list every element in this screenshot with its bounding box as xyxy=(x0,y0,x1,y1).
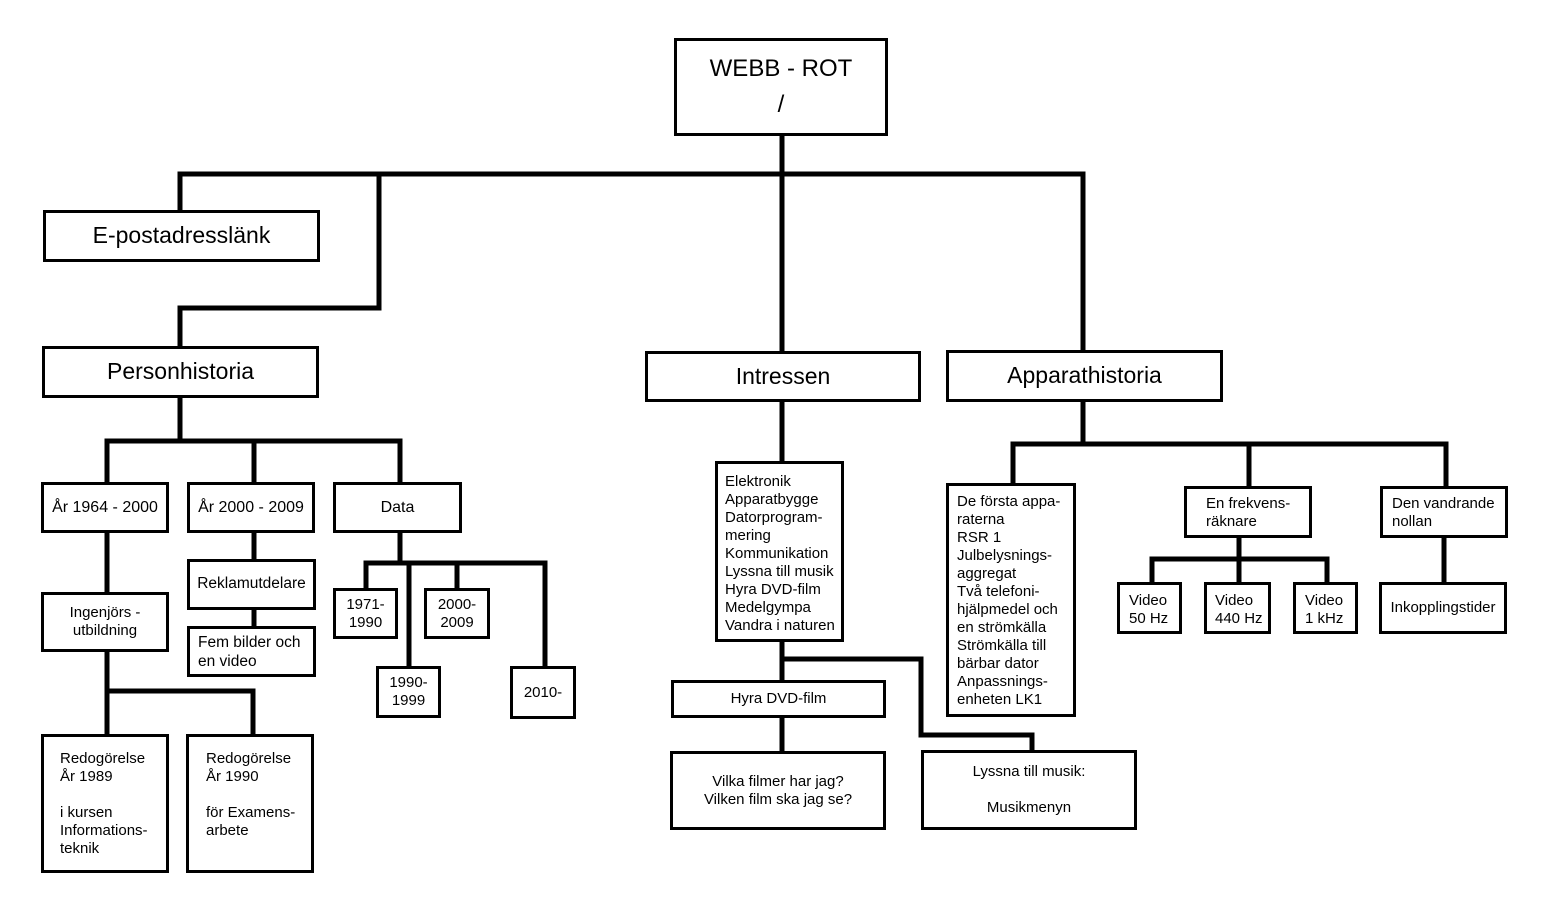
node-label: Video 1 kHz xyxy=(1305,592,1344,627)
node-label: E-postadresslänk xyxy=(92,222,271,249)
node-fem-bilder[interactable]: Fem bilder och en video xyxy=(187,626,316,677)
node-data-1990-1999[interactable]: 1990- 1999 xyxy=(376,666,441,718)
node-label: Inkopplingstider xyxy=(1390,599,1496,616)
node-inkopplingstider[interactable]: Inkopplingstider xyxy=(1379,582,1507,634)
node-ar-2000-2009[interactable]: År 2000 - 2009 xyxy=(187,482,315,533)
node-label: Lyssna till musik: Musikmenyn xyxy=(972,763,1086,816)
node-personhistoria[interactable]: Personhistoria xyxy=(42,346,319,398)
node-label: År 2000 - 2009 xyxy=(198,498,304,516)
node-label: Reklamutdelare xyxy=(197,575,306,593)
node-intressen[interactable]: Intressen xyxy=(645,351,921,402)
node-data-2010[interactable]: 2010- xyxy=(510,666,576,719)
node-label: 2000- 2009 xyxy=(437,595,477,631)
node-label: Video 50 Hz xyxy=(1129,592,1169,627)
node-label: Den vandrande nollan xyxy=(1392,495,1495,530)
node-label: 1990- 1999 xyxy=(389,674,428,709)
node-lyssna-till-musik[interactable]: Lyssna till musik: Musikmenyn xyxy=(921,750,1137,830)
node-label: Video 440 Hz xyxy=(1215,592,1263,627)
node-redogorelse-1989[interactable]: Redogörelse År 1989 i kursen Information… xyxy=(41,734,169,873)
node-den-vandrande-nollan[interactable]: Den vandrande nollan xyxy=(1380,486,1508,538)
node-label: 1971- 1990 xyxy=(346,595,385,631)
node-label: De första appa- raterna RSR 1 Julbelysni… xyxy=(957,493,1061,708)
node-hyra-dvd-film[interactable]: Hyra DVD-film xyxy=(671,680,886,718)
node-label: Redogörelse År 1990 för Examens- arbete xyxy=(206,750,296,839)
node-label: Fem bilder och en video xyxy=(198,634,301,670)
node-reklamutdelare[interactable]: Reklamutdelare xyxy=(187,559,316,610)
node-label: Elektronik Apparatbygge Datorprogram- me… xyxy=(725,473,835,634)
node-webb-rot[interactable]: WEBB - ROT / xyxy=(674,38,888,136)
node-label: Hyra DVD-film xyxy=(730,690,827,707)
node-label: Data xyxy=(380,498,415,516)
node-label: 2010- xyxy=(523,683,563,701)
node-label: WEBB - ROT / xyxy=(709,55,853,118)
node-ingenjorsutbildning[interactable]: Ingenjörs - utbildning xyxy=(41,592,169,652)
node-en-frekvensraknare[interactable]: En frekvens- räknare xyxy=(1184,486,1312,538)
node-video-1khz[interactable]: Video 1 kHz xyxy=(1293,582,1358,634)
node-label: Vilka filmer har jag? Vilken film ska ja… xyxy=(703,772,853,808)
node-redogorelse-1990[interactable]: Redogörelse År 1990 för Examens- arbete xyxy=(186,734,314,873)
node-intressen-list[interactable]: Elektronik Apparatbygge Datorprogram- me… xyxy=(715,461,844,642)
node-label: År 1964 - 2000 xyxy=(52,498,158,516)
node-data-1971-1990[interactable]: 1971- 1990 xyxy=(333,588,398,639)
node-label: Personhistoria xyxy=(106,358,255,385)
node-label: Ingenjörs - utbildning xyxy=(69,604,141,639)
node-data-2000-2009[interactable]: 2000- 2009 xyxy=(424,588,490,639)
node-video-50hz[interactable]: Video 50 Hz xyxy=(1117,582,1182,634)
node-de-forsta-apparaterna[interactable]: De första appa- raterna RSR 1 Julbelysni… xyxy=(946,483,1076,717)
node-data[interactable]: Data xyxy=(333,482,462,533)
node-label: Redogörelse År 1989 i kursen Information… xyxy=(60,750,148,857)
node-video-440hz[interactable]: Video 440 Hz xyxy=(1204,582,1271,634)
node-apparathistoria[interactable]: Apparathistoria xyxy=(946,350,1223,402)
node-label: En frekvens- räknare xyxy=(1206,495,1291,530)
node-label: Intressen xyxy=(735,362,831,389)
node-label: Apparathistoria xyxy=(1007,362,1162,389)
node-ar-1964-2000[interactable]: År 1964 - 2000 xyxy=(41,482,169,533)
node-vilka-filmer[interactable]: Vilka filmer har jag? Vilken film ska ja… xyxy=(670,751,886,830)
node-e-postadresslank[interactable]: E-postadresslänk xyxy=(43,210,320,262)
